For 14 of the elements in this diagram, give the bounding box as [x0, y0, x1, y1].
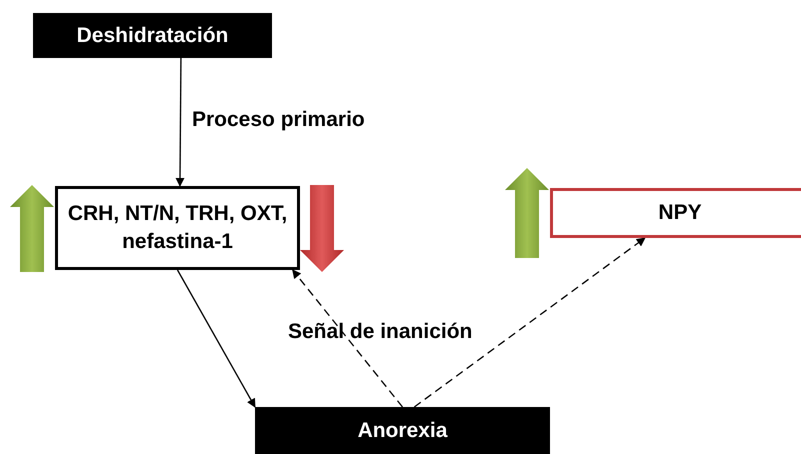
node-label: Anorexia — [358, 418, 448, 442]
node-label: CRH, NT/N, TRH, OXT, nefastina-1 — [66, 200, 288, 255]
process-box — [33, 13, 272, 58]
process-box — [55, 186, 300, 270]
node-label: NPY — [658, 200, 702, 226]
edge-label: Proceso primario — [190, 108, 367, 132]
node-label: Deshidratación — [76, 24, 228, 48]
process-box — [255, 407, 550, 454]
process-box — [550, 188, 801, 238]
arrow — [176, 270, 256, 408]
arrow — [176, 58, 185, 187]
dashed-arrow — [414, 237, 646, 408]
annotation-text: Señal de inanición — [287, 320, 474, 344]
dashed-arrow — [292, 269, 403, 408]
